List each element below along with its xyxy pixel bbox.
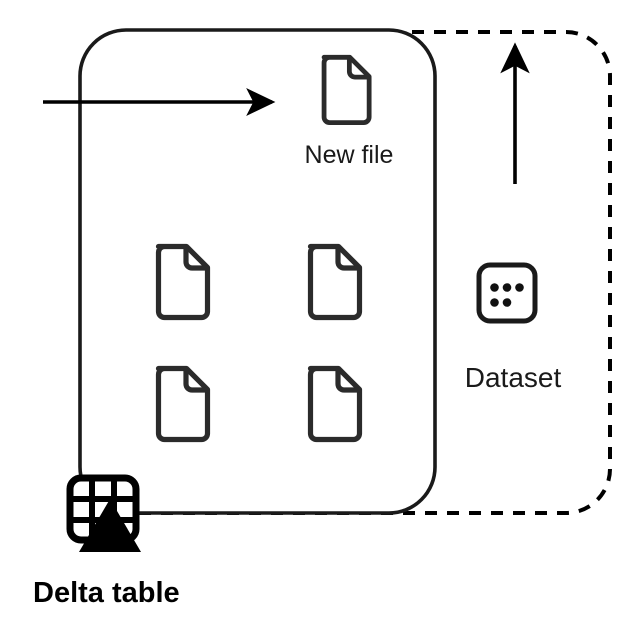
dataset-icon-frame — [476, 262, 538, 324]
dataset-dot — [490, 298, 499, 307]
delta-triangle — [79, 499, 141, 552]
new-file-icon[interactable] — [324, 57, 369, 122]
file-icon[interactable] — [159, 369, 208, 440]
file-icon[interactable] — [311, 369, 360, 440]
dataset-label: Dataset — [465, 362, 562, 393]
dataset-dot — [502, 298, 512, 307]
new-file-label: New file — [305, 141, 394, 169]
file-icon[interactable] — [159, 247, 208, 318]
dataset-dot — [490, 283, 499, 292]
dataset-dots-icon[interactable] — [476, 262, 538, 324]
dataset-dot — [515, 283, 524, 292]
dataset-dot — [502, 283, 512, 292]
delta-table-label: Delta table — [33, 577, 180, 609]
file-icon[interactable] — [311, 247, 360, 318]
delta-table-icon[interactable] — [66, 474, 141, 552]
